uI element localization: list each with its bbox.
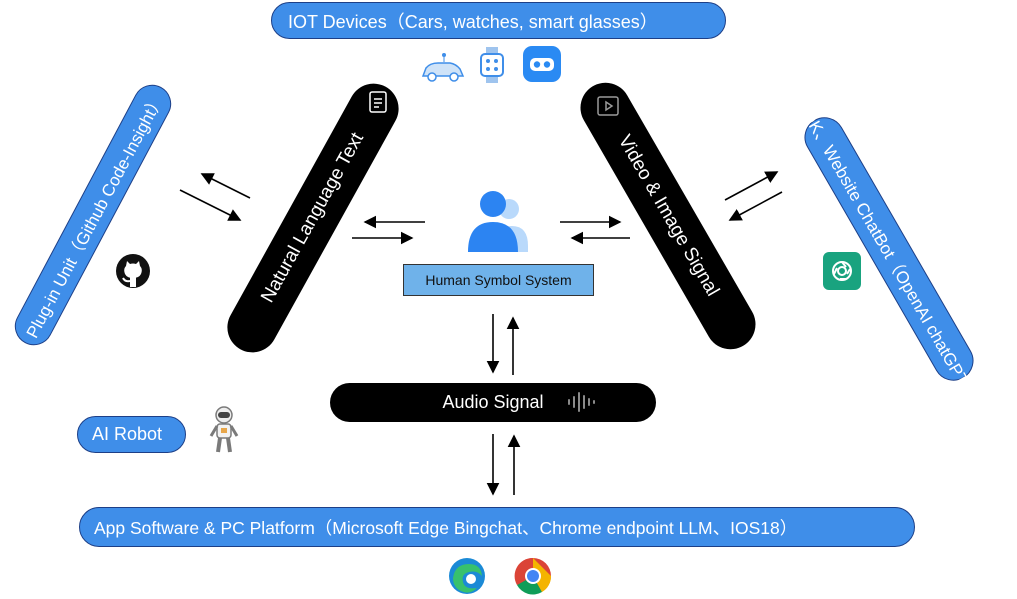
chrome-icon (514, 557, 552, 595)
vr-glasses-icon (523, 46, 561, 82)
car-icon (421, 53, 465, 82)
robot-icon (209, 406, 239, 453)
arrow-plugin-to-text (179, 189, 242, 221)
video-play-icon (597, 96, 619, 116)
app-software-pill: App Software & PC Platform（Microsoft Edg… (79, 507, 915, 547)
human-symbol-system-box: Human Symbol System (403, 264, 594, 296)
iot-devices-pill: IOT Devices（Cars, watches, smart glasses… (271, 2, 726, 39)
smartwatch-icon (480, 47, 504, 83)
human-symbol-system-label: Human Symbol System (425, 272, 572, 288)
document-icon (369, 91, 387, 113)
ai-robot-label: AI Robot (92, 424, 163, 444)
arrow-video-to-sdk (724, 171, 779, 201)
app-software-label: App Software & PC Platform（Microsoft Edg… (94, 517, 798, 538)
user-group-icon (468, 191, 528, 252)
audio-signal-bar: Audio Signal (330, 383, 656, 422)
openai-icon (823, 252, 861, 290)
audio-wave-icon (568, 392, 595, 412)
ai-robot-pill: AI Robot (77, 416, 186, 453)
iot-devices-label: IOT Devices（Cars, watches, smart glasses… (288, 11, 658, 32)
audio-signal-label: Audio Signal (442, 392, 544, 412)
arrow-text-to-plugin (200, 173, 251, 199)
arrow-sdk-to-video (728, 191, 783, 221)
edge-icon (449, 558, 485, 594)
github-icon (116, 254, 150, 288)
